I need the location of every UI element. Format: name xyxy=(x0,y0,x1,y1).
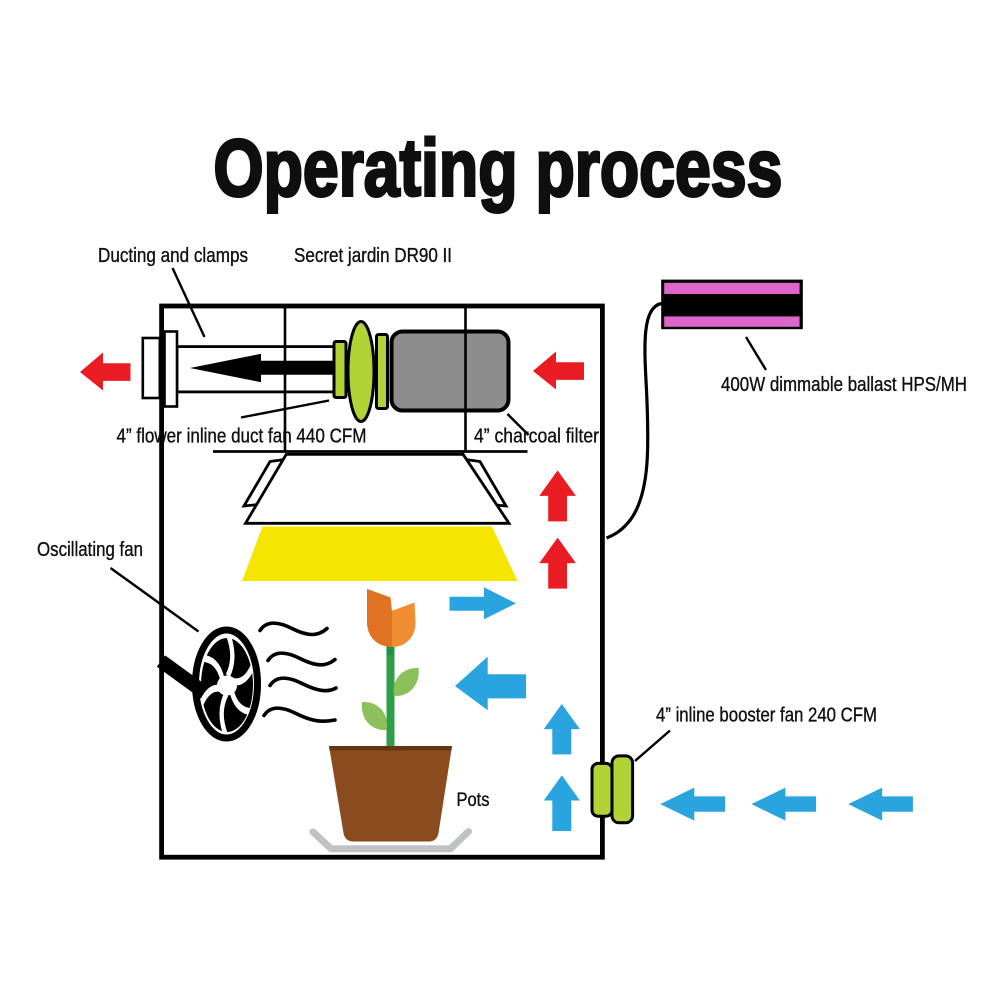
svg-text:Secret jardin DR90 II: Secret jardin DR90 II xyxy=(294,245,452,267)
svg-text:400W dimmable ballast HPS/MH: 400W dimmable ballast HPS/MH xyxy=(721,374,967,396)
svg-text:4” charcoal filter: 4” charcoal filter xyxy=(474,426,599,448)
svg-text:Pots: Pots xyxy=(457,790,490,811)
svg-text:4” flower inline duct fan 440: 4” flower inline duct fan 440 CFM xyxy=(117,426,367,448)
svg-text:Ducting and clamps: Ducting and clamps xyxy=(98,245,248,267)
svg-text:Operating process: Operating process xyxy=(214,124,783,213)
svg-text:Oscillating fan: Oscillating fan xyxy=(37,539,143,561)
svg-text:4” inline booster fan 240 CFM: 4” inline booster fan 240 CFM xyxy=(656,705,877,727)
